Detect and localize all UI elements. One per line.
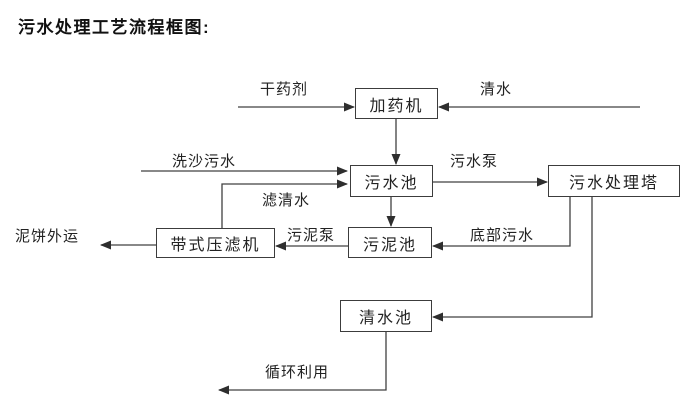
flow-arrows [100, 102, 640, 395]
edge-clean-water-pool-to-recycle [218, 332, 387, 395]
label-sand-washing-sewage: 洗沙污水 [172, 153, 237, 170]
node-dosing-machine: 加药机 [355, 88, 438, 119]
edge-filter-press-to-sewage-pool [221, 179, 348, 228]
node-sewage-pool: 污水池 [350, 165, 433, 197]
edge-tower-to-sludge-pool [432, 197, 571, 251]
label-sewage-pump: 污水泵 [450, 153, 499, 170]
node-treatment-tower: 污水处理塔 [548, 165, 680, 197]
label-recycle: 循环利用 [265, 364, 330, 381]
node-belt-filter-press: 带式压滤机 [156, 228, 275, 258]
label-dry-agent: 干药剂 [260, 81, 309, 98]
label-mud-cake-out: 泥饼外运 [15, 228, 80, 245]
label-filtered-water: 滤清水 [262, 192, 311, 209]
edge-tower-to-clean-water-pool [432, 197, 593, 322]
label-clean-water: 清水 [480, 81, 513, 98]
label-bottom-sewage: 底部污水 [470, 227, 535, 244]
page-title: 污水处理工艺流程框图: [18, 18, 211, 37]
node-sludge-pool: 污泥池 [348, 227, 432, 258]
node-clean-water-pool: 清水池 [340, 300, 432, 332]
label-sludge-pump: 污泥泵 [287, 227, 336, 244]
